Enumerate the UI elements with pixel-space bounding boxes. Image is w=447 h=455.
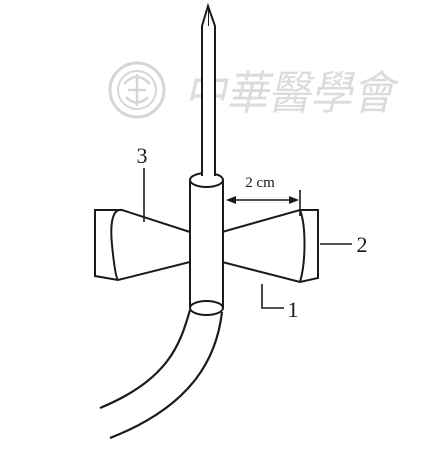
watermark: 中華醫學會 xyxy=(108,61,399,119)
watermark-seal-icon xyxy=(108,61,166,119)
dimension-marker xyxy=(226,190,301,216)
needle xyxy=(201,2,216,173)
dimension-label: 2 cm xyxy=(245,175,275,191)
right-wing xyxy=(221,209,319,284)
watermark-text: 中華醫學會 xyxy=(184,68,399,119)
label-1: 1 xyxy=(288,297,299,322)
label-3: 3 xyxy=(137,143,148,168)
label-2: 2 xyxy=(357,232,368,257)
left-wing xyxy=(94,208,191,282)
callout-1-leader xyxy=(261,284,284,309)
tubing xyxy=(99,309,224,440)
hub-cylinder xyxy=(189,168,224,316)
